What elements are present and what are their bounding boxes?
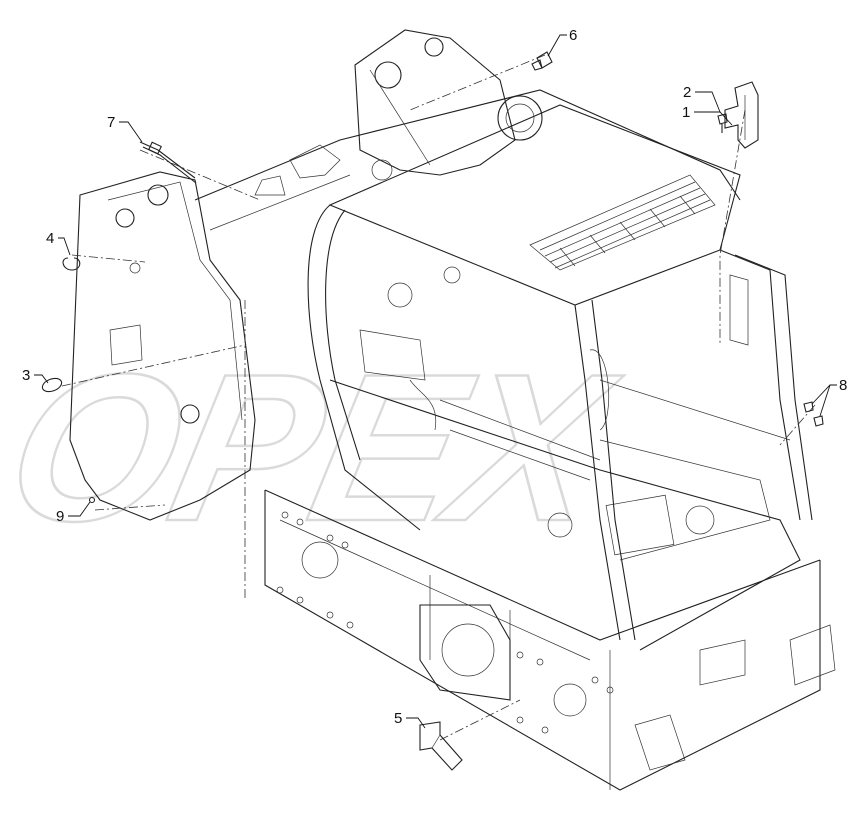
callout-3: 3: [22, 367, 49, 384]
callout-6: 6: [547, 27, 577, 57]
part-ring-3: [41, 377, 63, 393]
part-bracket-5: [419, 721, 463, 771]
svg-text:5: 5: [394, 710, 402, 727]
part-clip-4: [62, 257, 81, 271]
svg-text:6: 6: [569, 27, 577, 44]
callout-2: 2: [683, 84, 721, 113]
part-bracket-1: [724, 81, 759, 149]
svg-text:8: 8: [839, 377, 847, 394]
part-fitting-6: [531, 51, 553, 71]
svg-text:9: 9: [56, 508, 64, 525]
grille: [539, 181, 711, 269]
part-cable-tie-7: [139, 141, 197, 184]
callout-4: 4: [46, 230, 71, 256]
callout-9: 9: [56, 501, 91, 525]
machine-frame: [61, 29, 836, 791]
callout-5: 5: [394, 710, 426, 729]
watermark: OPEX: [0, 330, 635, 564]
part-bolt-2: [717, 113, 728, 133]
svg-text:3: 3: [22, 367, 30, 384]
svg-text:4: 4: [46, 230, 54, 247]
callout-7: 7: [107, 114, 143, 143]
svg-text:2: 2: [683, 84, 691, 101]
part-pin-9: [88, 496, 96, 504]
svg-text:1: 1: [682, 104, 690, 121]
callout-8: 8: [811, 377, 847, 417]
part-bolt-8: [803, 401, 824, 427]
svg-text:7: 7: [107, 114, 115, 131]
